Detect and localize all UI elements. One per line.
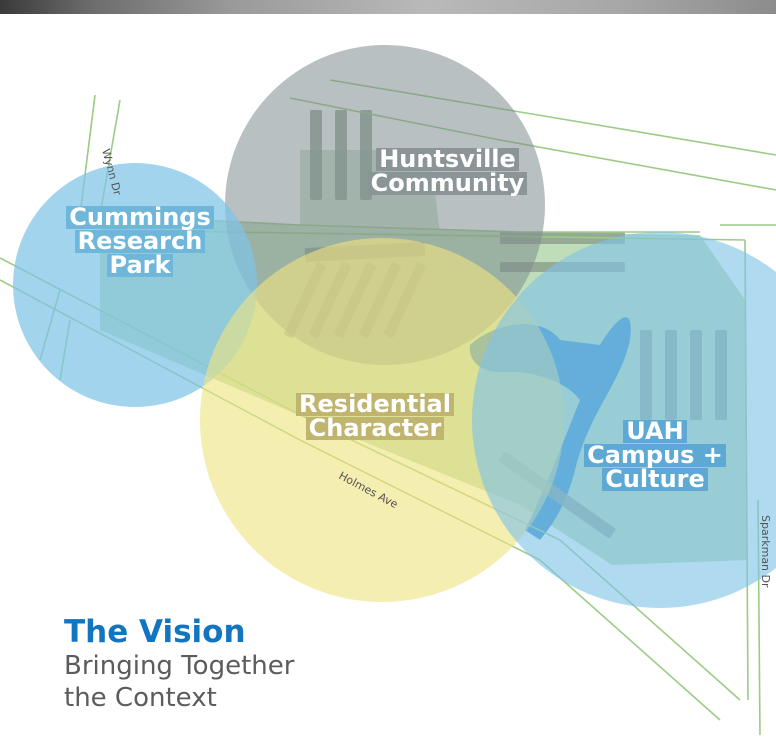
label-line: Culture: [602, 467, 708, 491]
label-line: Character: [305, 416, 445, 440]
label-line: Huntsville: [376, 147, 519, 171]
vision-heading: The Vision: [64, 614, 246, 650]
header-photo-strip: [0, 0, 776, 14]
label-line: Community: [367, 171, 528, 195]
label-huntsville-community: Huntsville Community: [360, 147, 535, 196]
label-line: Park: [106, 253, 174, 277]
street-label-sparkman: Sparkman Dr: [759, 515, 772, 588]
label-line: Campus +: [584, 443, 726, 467]
label-residential-character: Residential Character: [285, 392, 465, 441]
vision-title-block: The Vision Bringing Together the Context: [64, 614, 294, 714]
context-circles: [13, 45, 776, 608]
label-line: UAH: [623, 419, 687, 443]
vision-subtitle-line2: the Context: [64, 683, 217, 713]
label-line: Research: [74, 229, 206, 253]
vision-subtitle-line1: Bringing Together: [64, 651, 295, 681]
label-line: Residential: [296, 392, 454, 416]
label-cummings-research-park: Cummings Research Park: [60, 205, 220, 278]
label-uah-campus-culture: UAH Campus + Culture: [575, 419, 735, 492]
label-line: Cummings: [66, 205, 214, 229]
